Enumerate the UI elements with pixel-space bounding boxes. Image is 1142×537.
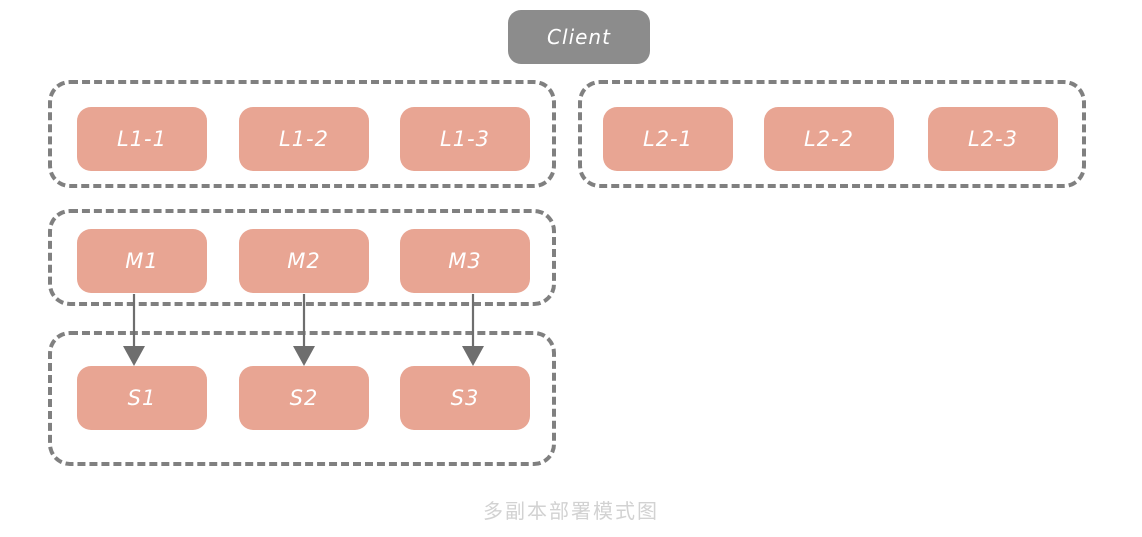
client-node[interactable]: Client <box>508 10 650 64</box>
diagram-caption: 多副本部署模式图 <box>483 499 659 523</box>
node-l1-1[interactable]: L1-1 <box>77 107 207 171</box>
l1-group-container <box>48 80 556 188</box>
node-m3[interactable]: M3 <box>400 229 530 293</box>
node-m1[interactable]: M1 <box>77 229 207 293</box>
node-s3[interactable]: S3 <box>400 366 530 430</box>
node-l1-2[interactable]: L1-2 <box>239 107 369 171</box>
node-m2[interactable]: M2 <box>239 229 369 293</box>
node-l2-1[interactable]: L2-1 <box>603 107 733 171</box>
node-l1-3[interactable]: L1-3 <box>400 107 530 171</box>
node-l2-3[interactable]: L2-3 <box>928 107 1058 171</box>
l2-group-container <box>578 80 1086 188</box>
node-s1[interactable]: S1 <box>77 366 207 430</box>
node-s2[interactable]: S2 <box>239 366 369 430</box>
master-group-container <box>48 209 556 306</box>
node-l2-2[interactable]: L2-2 <box>764 107 894 171</box>
slave-group-container <box>48 331 556 466</box>
